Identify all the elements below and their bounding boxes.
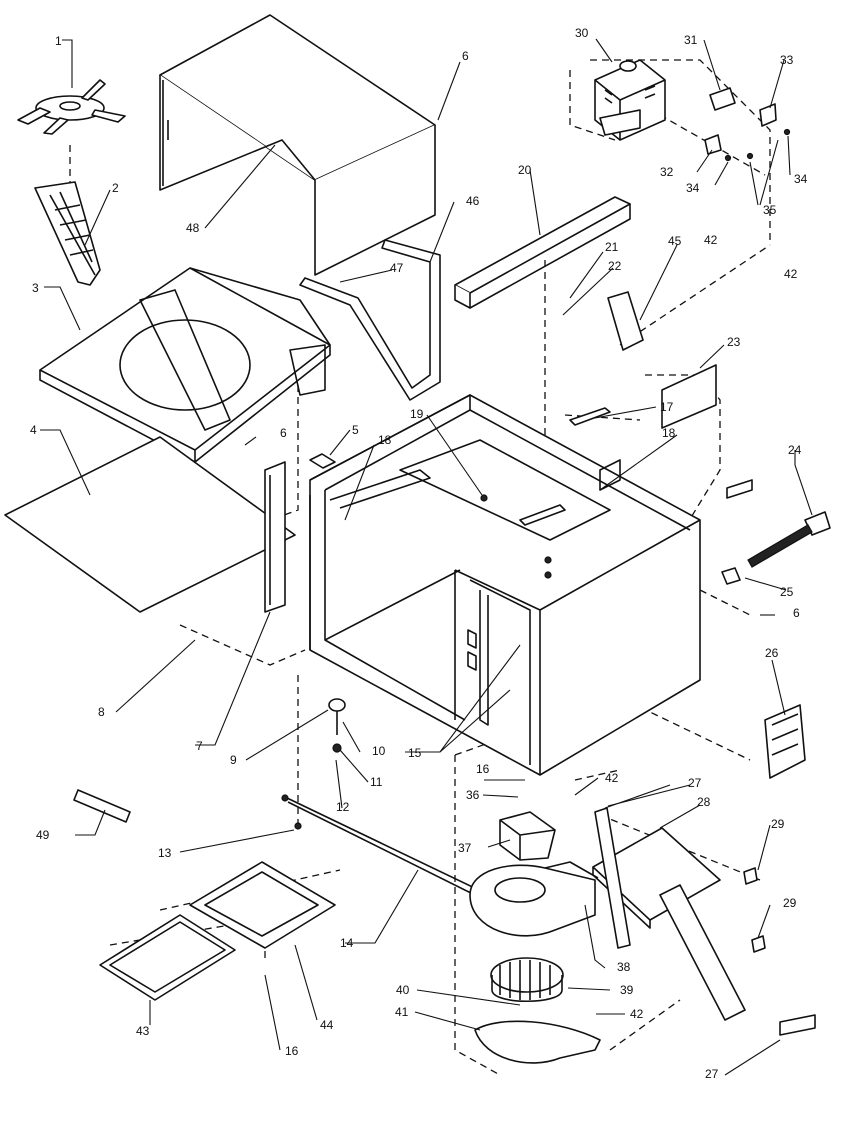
callout-42-right: 42 xyxy=(784,267,798,281)
part-magnetron xyxy=(594,59,666,141)
callout-10: 10 xyxy=(372,744,386,758)
callout-37: 37 xyxy=(458,841,472,855)
callout-49: 49 xyxy=(36,828,50,842)
callout-42-mid: 42 xyxy=(605,771,619,785)
callout-36: 36 xyxy=(466,788,480,802)
callout-38: 38 xyxy=(617,960,631,974)
callout-23: 23 xyxy=(727,335,741,349)
callout-30: 30 xyxy=(575,26,589,40)
callout-48: 48 xyxy=(186,221,200,235)
callout-6-right: 6 xyxy=(793,606,800,620)
callout-16-tray: 16 xyxy=(285,1044,299,1058)
callout-22: 22 xyxy=(608,259,622,273)
part-magnetron-brackets xyxy=(704,87,791,162)
callout-42-top: 42 xyxy=(704,233,718,247)
part-blower-housing xyxy=(469,861,599,937)
callout-21: 21 xyxy=(605,240,619,254)
callout-2: 2 xyxy=(112,181,119,195)
part-main-chassis xyxy=(309,394,701,776)
part-turntable-support xyxy=(17,79,126,135)
callout-34-right: 34 xyxy=(794,172,808,186)
part-probe xyxy=(73,789,131,823)
callout-32: 32 xyxy=(660,165,674,179)
callout-25: 25 xyxy=(780,585,794,599)
callout-46: 46 xyxy=(466,194,480,208)
callout-24: 24 xyxy=(788,443,802,457)
part-plate-45 xyxy=(607,291,644,351)
callout-41: 41 xyxy=(395,1005,409,1019)
callout-18-left: 18 xyxy=(378,433,392,447)
callout-39: 39 xyxy=(620,983,634,997)
callout-20: 20 xyxy=(518,163,532,177)
callout-6-left: 6 xyxy=(280,426,287,440)
callout-12: 12 xyxy=(336,800,350,814)
part-side-rails-27 xyxy=(594,807,816,1036)
callout-18-right: 18 xyxy=(662,426,676,440)
callout-labels: 1 2 3 4 5 6 6 6 7 8 9 10 11 12 13 14 15 … xyxy=(30,26,808,1081)
callout-29-bottom: 29 xyxy=(783,896,797,910)
part-side-trim xyxy=(299,239,441,401)
callout-45: 45 xyxy=(668,234,682,248)
part-top-bar xyxy=(454,196,631,309)
callout-47: 47 xyxy=(390,261,404,275)
leader-lines xyxy=(40,38,813,1076)
part-flat-panel xyxy=(4,436,296,613)
callout-14: 14 xyxy=(340,936,354,950)
part-shield-23 xyxy=(661,364,717,429)
callout-29-top: 29 xyxy=(771,817,785,831)
callout-5: 5 xyxy=(352,423,359,437)
part-bottom-plate xyxy=(474,1020,601,1064)
callout-34-left: 34 xyxy=(686,181,700,195)
part-fan-wheel xyxy=(490,957,564,1003)
callout-28: 28 xyxy=(697,795,711,809)
callout-15: 15 xyxy=(408,746,422,760)
part-clips-29 xyxy=(743,867,766,953)
part-slide-17 xyxy=(569,407,611,426)
part-bottom-trays xyxy=(99,861,336,1001)
part-base-tray xyxy=(39,267,331,463)
callout-4: 4 xyxy=(30,423,37,437)
callout-43: 43 xyxy=(136,1024,150,1038)
callout-27-bottom: 27 xyxy=(705,1067,719,1081)
part-outer-cabinet xyxy=(159,14,436,276)
callout-40: 40 xyxy=(396,983,410,997)
part-lattice-bracket xyxy=(34,181,101,286)
callout-27-top: 27 xyxy=(688,776,702,790)
callout-19: 19 xyxy=(410,407,424,421)
callout-26: 26 xyxy=(765,646,779,660)
callout-17: 17 xyxy=(660,400,674,414)
part-vertical-rail xyxy=(264,461,286,613)
callout-33: 33 xyxy=(780,53,794,67)
callout-35: 35 xyxy=(763,203,777,217)
part-foot-hardware xyxy=(294,698,346,830)
part-strain-relief xyxy=(721,567,741,585)
callout-31: 31 xyxy=(684,33,698,47)
part-small-blocks xyxy=(309,453,753,499)
callout-3: 3 xyxy=(32,281,39,295)
callout-9: 9 xyxy=(230,753,237,767)
callout-8: 8 xyxy=(98,705,105,719)
callout-13: 13 xyxy=(158,846,172,860)
callout-6-cabinet: 6 xyxy=(462,49,469,63)
part-fan-motor xyxy=(499,811,556,861)
part-power-cord xyxy=(747,511,831,568)
callout-42-bottom: 42 xyxy=(630,1007,644,1021)
callout-7: 7 xyxy=(196,739,203,753)
part-control-board xyxy=(764,704,806,779)
callout-1: 1 xyxy=(55,34,62,48)
callout-16-chassis: 16 xyxy=(476,762,490,776)
callout-11: 11 xyxy=(370,775,383,789)
callout-44: 44 xyxy=(320,1018,334,1032)
